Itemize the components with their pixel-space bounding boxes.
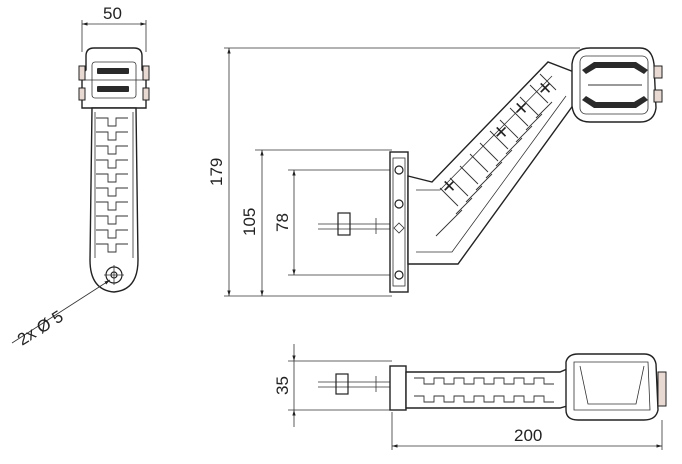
cross-mark-4: ✕ [538, 79, 552, 98]
front-view: 50 2x Ø [11, 4, 150, 350]
dim-mount-height-label: 105 [240, 208, 259, 236]
dim-width-label: 50 [103, 4, 122, 23]
dim-length-label: 200 [514, 426, 542, 445]
top-view: 35 200 [273, 344, 667, 450]
side-view: 179 105 78 ✕ ✕ ✕ ✕ [207, 47, 663, 297]
dim-hole-spacing-label: 78 [273, 213, 292, 232]
cross-mark-1: ✕ [442, 177, 456, 196]
dim-total-height-label: 179 [207, 158, 226, 186]
dim-depth-label: 35 [273, 376, 292, 395]
cross-mark-3: ✕ [514, 99, 528, 118]
cross-mark-2: ✕ [494, 123, 508, 142]
dim-holes-label: 2x Ø 5 [14, 307, 67, 350]
